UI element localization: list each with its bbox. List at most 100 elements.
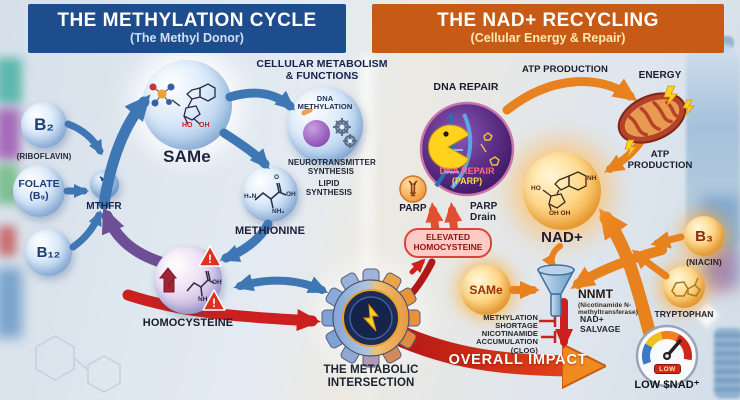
methionine-atom-h2n: H₂N — [244, 193, 257, 200]
inhibitor-tbar-nicotinamide — [541, 331, 557, 343]
lab-shelf-bottle — [0, 58, 22, 104]
b2-node: B₂ — [21, 102, 67, 148]
parp-circle-text: DNA REPAIR (PARP) — [429, 166, 505, 187]
intersection-label: THE METABOLIC INTERSECTION — [323, 364, 419, 389]
methylation-title: THE METHYLATION CYCLE — [57, 10, 317, 32]
dna-icon — [99, 176, 110, 193]
gauge-badge-text: LOW — [659, 365, 676, 373]
same-molecule-graphic — [149, 83, 216, 125]
parp-circle-line1: DNA REPAIR — [439, 166, 495, 176]
methionine-atom-nh2: NH₂ — [272, 208, 285, 215]
arrow-b12-to-mthfr — [69, 210, 103, 251]
arrow-parp-to-mitochondria — [502, 77, 638, 115]
energy-bolt-icon — [624, 85, 695, 159]
atp-bottom-label: ATP PRODUCTION — [627, 149, 693, 171]
lab-blob — [706, 248, 736, 292]
methionine-atom-o: O — [274, 174, 280, 181]
parp-label: PARP — [399, 203, 427, 214]
lab-shelf-bottle — [0, 226, 16, 256]
nnmt-label: NNMT — [578, 287, 614, 301]
nad-salvage-label: NAD+ SALVAGE — [580, 314, 621, 334]
panel-divider-glow — [360, 55, 374, 400]
homocysteine-atom-oh: OH — [212, 279, 222, 286]
b2-caption: (RIBOFLAVIN) — [16, 152, 72, 161]
arrow-same-to-cell — [225, 88, 296, 111]
nad-node: HO NH OH OH — [523, 152, 601, 230]
tryptophan-molecule-graphic — [671, 277, 701, 297]
nad-atom-ho: HO — [531, 185, 541, 192]
dna-methylation-label: DNA METHYLATION — [297, 94, 353, 112]
nad-title: THE NAD+ RECYCLING — [437, 10, 659, 32]
neurotransmitter-label: NEUROTRANSMITTER SYNTHESIS — [288, 158, 376, 177]
arrow-homocysteine-gear-twoway — [233, 273, 329, 294]
nad-header: THE NAD+ RECYCLING (Cellular Energy & Re… — [372, 4, 724, 53]
lab-shelf-bottle — [0, 108, 20, 160]
homocysteine-atom-nh2: NH₂ — [198, 296, 211, 303]
parp-dna-icon — [399, 175, 427, 203]
methylation-header: THE METHYLATION CYCLE (The Methyl Donor) — [28, 4, 346, 53]
nad-subtitle: (Cellular Energy & Repair) — [470, 30, 626, 45]
arrow-b3-to-path — [650, 231, 685, 249]
b12-node: B₁₂ — [25, 229, 72, 276]
nad-atom-ohoh: OH OH — [549, 210, 571, 217]
methylation-subtitle: (The Methyl Donor) — [130, 30, 244, 45]
same-atom-ho: HO — [182, 122, 193, 129]
arrow-elevated-to-gear — [399, 258, 436, 307]
inhibitor-tbar-methylation — [539, 315, 557, 327]
rising-arrow-icon — [158, 267, 178, 293]
dna-repair-heading: DNA REPAIR — [433, 81, 499, 93]
coin-stack — [714, 328, 740, 398]
gauge-low-badge: LOW — [654, 364, 681, 374]
arrow-nad-to-funnel — [541, 243, 563, 270]
b12-label: B₁₂ — [36, 244, 61, 261]
nad-gauge-icon — [635, 324, 699, 388]
overall-impact-label: OVERALL IMPACT — [448, 352, 588, 368]
gauge-needle — [665, 339, 682, 358]
elevated-homocysteine-box: ELEVATED HOMOCYSTEINE — [404, 228, 492, 258]
elevated-homocysteine-label: ELEVATED HOMOCYSTEINE — [413, 232, 483, 252]
folate-label: FOLATE — [18, 178, 60, 191]
nnmt-funnel-icon — [536, 264, 576, 317]
nad-atom-nh: NH — [587, 175, 597, 182]
parp-drain-label: PARP Drain — [470, 201, 498, 224]
same-atom-oh: OH — [199, 122, 210, 129]
homocysteine-node: O OH NH₂ — [154, 246, 222, 314]
b3-label: B₃ — [695, 227, 713, 245]
arrow-tryptophan-to-path — [631, 249, 670, 280]
pacman-icon — [428, 124, 470, 170]
mthfr-label: MTHFR — [86, 201, 122, 212]
folate-node: FOLATE (B₉) — [13, 165, 65, 217]
tryptophan-label: TRYPTOPHAN — [654, 309, 714, 319]
tryptophan-node — [663, 266, 705, 308]
cell-node: DNA METHYLATION — [287, 87, 363, 163]
homocysteine-label: HOMOCYSTEINE — [142, 317, 234, 329]
cellular-heading: CELLULAR METABOLISM & FUNCTIONS — [256, 58, 388, 82]
atp-top-label: ATP PRODUCTION — [521, 64, 609, 75]
methionine-label: METHIONINE — [234, 225, 306, 237]
same-label: SAMe — [163, 147, 211, 166]
same-small-label: SAMe — [469, 283, 503, 297]
cell-nucleus — [303, 120, 330, 147]
lab-shelf-bottle — [0, 268, 22, 338]
b2-label: B₂ — [34, 115, 54, 134]
lipid-label: LIPID SYNTHESIS — [305, 179, 353, 198]
b3-caption: (NIACIN) — [686, 257, 722, 267]
mitochondria-icon — [617, 92, 687, 144]
arrow-same-to-methionine — [219, 128, 270, 170]
same-node: HO OH — [142, 60, 232, 150]
low-nad-label: LOW $NAD⁺ — [634, 379, 700, 391]
arrow-into-elevated-box — [409, 258, 426, 275]
molecule-watermark — [35, 335, 121, 393]
b3-node: B₃ — [684, 216, 724, 256]
folate-caption: (B₉) — [29, 190, 49, 202]
methionine-atom-oh: OH — [286, 191, 296, 198]
homocysteine-atom-o: O — [204, 261, 210, 268]
arrow-recycle-to-funnel — [570, 245, 667, 289]
gears-icon — [333, 118, 357, 148]
parp-circle-line2: (PARP) — [451, 176, 483, 187]
energy-label: ENERGY — [638, 70, 682, 81]
arrow-b2-to-mthfr — [64, 120, 104, 156]
nad-label: NAD+ — [541, 229, 583, 246]
mthfr-node — [90, 170, 119, 199]
